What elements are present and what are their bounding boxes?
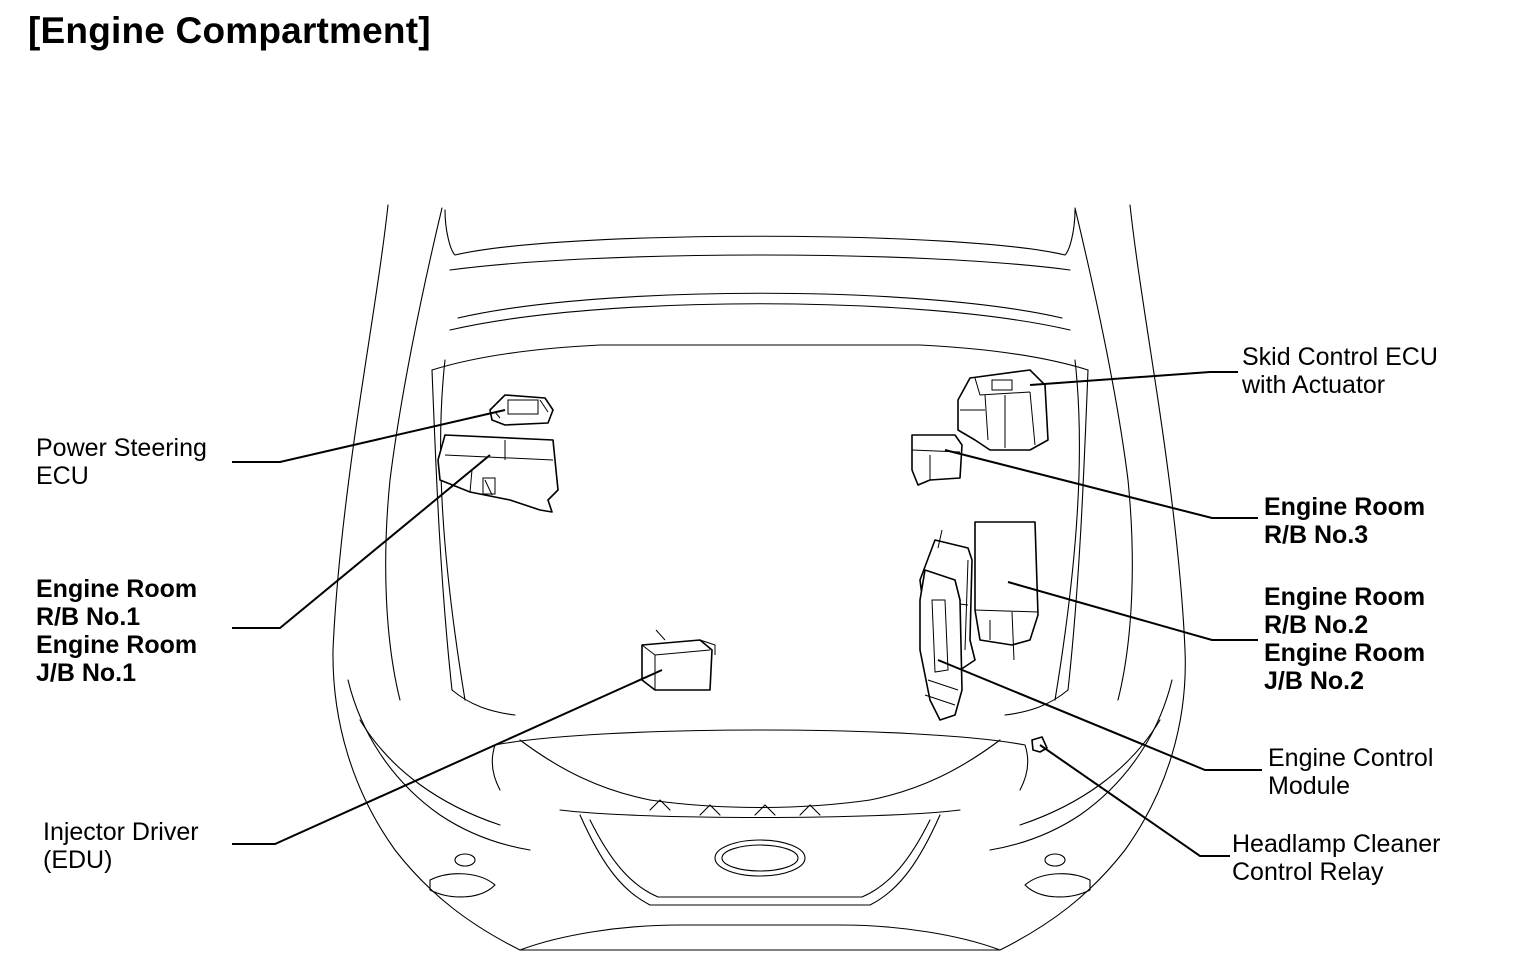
engine-room-rb1-label: Engine Room R/B No.1 Engine Room J/B No.…	[36, 575, 198, 687]
engine-room-rb1-part	[437, 434, 559, 513]
leader-engine-room-rb2	[1007, 581, 1258, 641]
leader-engine-control-module	[937, 659, 1262, 771]
power-steering-ecu-label: Power Steering ECU	[36, 434, 207, 490]
leader-headlamp-cleaner-relay	[1039, 744, 1230, 857]
leader-lines	[232, 371, 1262, 857]
leader-engine-room-rb3	[944, 449, 1258, 519]
headlamp-cleaner-relay-part	[1031, 736, 1048, 753]
leader-power-steering-ecu	[232, 409, 506, 463]
car-outline	[332, 204, 1186, 951]
engine-room-rb3-part	[911, 434, 963, 486]
page-title: [Engine Compartment]	[28, 10, 431, 51]
injector-driver-part	[641, 629, 716, 691]
headlamp-cleaner-relay-label: Headlamp Cleaner Control Relay	[1232, 830, 1441, 886]
skid-control-ecu-label: Skid Control ECU with Actuator	[1242, 343, 1438, 399]
engine-room-rb3-label: Engine Room R/B No.3	[1264, 493, 1426, 549]
skid-control-ecu-part	[957, 369, 1049, 451]
engine-control-module-label: Engine Control Module	[1268, 744, 1434, 800]
leader-skid-control-ecu	[1029, 371, 1238, 386]
power-steering-ecu-part	[489, 394, 554, 426]
engine-control-module-part	[919, 569, 963, 721]
injector-driver-label: Injector Driver (EDU)	[43, 818, 199, 874]
leader-injector-driver	[232, 669, 663, 845]
engine-room-rb2-label: Engine Room R/B No.2 Engine Room J/B No.…	[1264, 583, 1426, 695]
leader-engine-room-rb1	[232, 454, 491, 629]
